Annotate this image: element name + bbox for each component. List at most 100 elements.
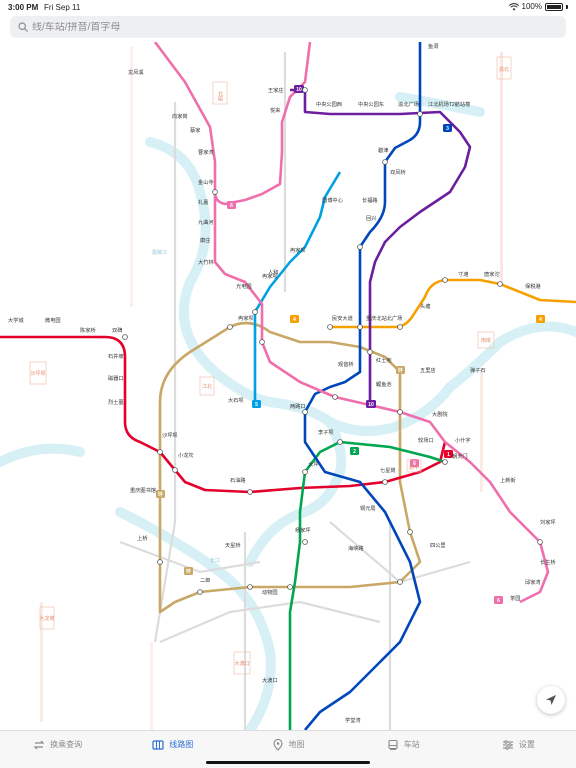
district-label: 大渡口 — [234, 660, 249, 667]
battery-percent: 100% — [521, 2, 542, 11]
river-labels: 嘉陵江 长江 — [152, 249, 220, 564]
station-label: 磁器口 — [108, 374, 124, 382]
station-label: 双凤桥 — [390, 168, 406, 176]
district-dots — [40, 47, 503, 730]
station-label: 邱家湾 — [525, 578, 541, 586]
line-5-path — [253, 171, 342, 407]
tab-label: 车站 — [403, 740, 420, 749]
svg-text:10: 10 — [368, 402, 374, 408]
station-label: 茶园 — [510, 594, 520, 602]
district-label: 江北 — [202, 383, 212, 390]
district-label: 沙坪坝 — [30, 370, 45, 377]
district-label: 渝中 — [409, 464, 419, 471]
svg-text:6: 6 — [413, 461, 416, 467]
station-label: 石井坡 — [108, 352, 124, 360]
svg-text:10: 10 — [296, 87, 302, 93]
svg-text:环: 环 — [158, 491, 163, 498]
status-right: 100% — [508, 2, 568, 11]
settings-icon — [502, 739, 513, 750]
river-layer — [0, 92, 576, 730]
wifi-icon — [508, 2, 519, 10]
station-label: 王家庄 — [268, 86, 284, 94]
station-label: 小什字 — [455, 436, 471, 444]
station-label: 上桥 — [137, 534, 148, 542]
station-label: 朝天门 — [452, 452, 468, 460]
station-label: 向家岗 — [172, 112, 188, 120]
line-3-path — [303, 42, 422, 730]
station-label: 学堂湾 — [345, 716, 361, 724]
station-label: 头塘 — [420, 302, 430, 310]
tab-label: 设置 — [518, 740, 535, 749]
station-label: 礼嘉 — [198, 198, 208, 206]
station-label: 铜元局 — [360, 504, 376, 512]
search-bar[interactable] — [10, 16, 566, 38]
tab-label: 换乘查询 — [50, 740, 83, 749]
svg-text:6: 6 — [497, 598, 500, 604]
station-label: 石油路 — [230, 476, 246, 484]
station-label: 渝北广场 — [398, 100, 419, 108]
station-label: 曹家湾 — [198, 148, 214, 156]
station-label: 微电园 — [45, 316, 61, 324]
svg-text:环: 环 — [186, 568, 191, 575]
station-label: 蔡家 — [190, 126, 200, 134]
station-label: 金山寺 — [198, 178, 214, 186]
svg-text:1: 1 — [447, 452, 450, 458]
location-arrow-icon — [546, 695, 556, 705]
svg-text:6: 6 — [230, 203, 233, 209]
district-label: 渝北 — [499, 66, 509, 73]
station-label: 弹子石 — [470, 366, 486, 374]
station-label: 长福路 — [362, 196, 378, 204]
transfer-icon — [33, 740, 45, 749]
metro-map-canvas[interactable]: 10 3 5 6 4 4 10 2 1 6 6 环 环 环 — [0, 42, 576, 730]
map-book-icon — [152, 739, 164, 750]
station-label: 较场口 — [418, 436, 434, 444]
station-label: 李子坝 — [318, 428, 334, 436]
district-labels: 北碚 渝北 沙坪坝 江北 渝中 南岸 九龙坡 大渡口 — [29, 56, 512, 675]
svg-text:2: 2 — [353, 449, 356, 455]
tab-station[interactable]: 车站 — [346, 731, 461, 768]
station-label: 七星岗 — [380, 466, 396, 474]
tab-label: 线路图 — [169, 740, 194, 749]
line-loop-path — [158, 321, 422, 614]
status-date: Fri Sep 11 — [44, 3, 81, 12]
tab-settings[interactable]: 设置 — [461, 731, 576, 768]
station-label: 红土地 — [376, 356, 392, 364]
station-label: 冉家坝 — [262, 272, 278, 280]
station-label: 江北机场T2航站楼 — [428, 100, 470, 108]
svg-text:4: 4 — [539, 317, 542, 323]
metro-map[interactable]: 10 3 5 6 4 4 10 2 1 6 6 环 环 环 — [0, 42, 576, 730]
svg-text:4: 4 — [293, 317, 296, 323]
line-1-path — [0, 335, 447, 494]
station-label: 双碑 — [112, 326, 122, 334]
station-label: 杨家坪 — [295, 526, 311, 534]
station-labels: 龙凤溪 向家岗 蔡家 曹家湾 金山寺 礼嘉 九曲河 康庄 大竹林 冉家坝 光电园… — [8, 42, 556, 724]
station-label: 九曲河 — [198, 218, 214, 226]
station-label: 四公里 — [430, 542, 446, 549]
district-label: 九龙坡 — [39, 615, 54, 622]
station-label: 刘家坪 — [540, 518, 556, 526]
station-label: 长生桥 — [540, 558, 556, 566]
tab-transfer[interactable]: 换乘查询 — [0, 731, 115, 768]
station-label: 海峡路 — [348, 544, 364, 552]
station-label: 碧津 — [378, 146, 388, 154]
home-indicator — [206, 761, 370, 764]
station-label: 唐家沱 — [484, 270, 500, 278]
station-label: 大坪 — [308, 460, 318, 468]
station-label: 重庆北站北广场 — [366, 314, 402, 322]
station-label: 寸滩 — [458, 270, 468, 278]
tab-route-map[interactable]: 线路图 — [115, 731, 230, 768]
svg-text:5: 5 — [255, 402, 258, 408]
svg-text:3: 3 — [446, 126, 449, 132]
station-label: 冉家坝 — [238, 314, 254, 322]
line-10-path — [290, 88, 472, 402]
station-label: 民安大道 — [332, 314, 353, 322]
station-label: 沙坪坝 — [162, 431, 178, 439]
station-label: 大竹林 — [198, 258, 214, 266]
locate-button[interactable] — [537, 686, 565, 714]
battery-cap — [566, 4, 568, 9]
station-label: 陈家桥 — [80, 326, 96, 334]
river-label: 嘉陵江 — [152, 249, 167, 256]
tab-map[interactable]: 地图 — [230, 731, 345, 768]
district-label: 南岸 — [481, 337, 491, 344]
search-input[interactable] — [32, 21, 532, 33]
